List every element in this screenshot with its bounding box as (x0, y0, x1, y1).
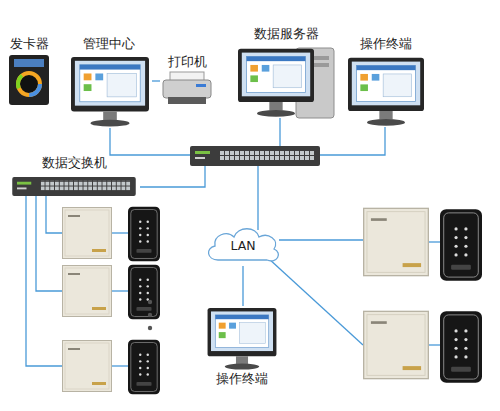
monitor (208, 308, 277, 370)
controller (63, 208, 112, 259)
node-label: 数据交换机 (42, 155, 107, 170)
card-reader (440, 209, 482, 281)
node-label: 打印机 (168, 54, 207, 69)
wire (140, 165, 205, 187)
wire (36, 196, 62, 291)
node-label: 数据服务器 (254, 26, 319, 41)
wire (429, 344, 440, 345)
device-node: 打印机 (160, 54, 214, 108)
card-reader (440, 311, 482, 383)
dot (148, 313, 152, 317)
issuer-display (14, 59, 44, 67)
device-node: 操作终端 (196, 306, 288, 386)
wire (110, 128, 192, 155)
wire (112, 365, 128, 366)
monitor (238, 49, 314, 117)
card-issuer (9, 55, 49, 105)
wire (112, 290, 128, 291)
network-switch (12, 177, 136, 196)
node-label: 发卡器 (10, 36, 49, 51)
ellipsis-dots (148, 300, 152, 330)
core-switch (190, 146, 320, 166)
dot (148, 300, 152, 304)
controller (63, 266, 112, 317)
device-node: 管理中心 (66, 36, 152, 130)
cloud-shape (209, 229, 279, 261)
issuer-ring (18, 73, 40, 95)
printer-body (163, 80, 211, 98)
issuer-body (9, 55, 49, 105)
wire (279, 239, 363, 240)
printer (163, 72, 211, 104)
wire (46, 196, 62, 233)
printer-panel (196, 84, 206, 87)
wire (320, 127, 385, 155)
controller (364, 208, 429, 275)
device-node: 发卡器 (4, 36, 54, 106)
wire (257, 165, 258, 230)
network-link (242, 266, 243, 306)
printer-tray (168, 97, 206, 104)
device-node: 数据服务器 (233, 26, 339, 120)
wire (429, 241, 440, 242)
card-reader (128, 207, 160, 262)
controller (364, 311, 429, 378)
dot (148, 326, 152, 330)
node-label: LAN (230, 238, 255, 253)
wire (26, 196, 62, 366)
node-label: 操作终端 (360, 36, 412, 51)
wire (279, 118, 280, 147)
controller (63, 341, 112, 392)
device-node: 操作终端 (344, 36, 428, 130)
issuer-ring (18, 73, 40, 95)
network-cloud: LAN (203, 224, 283, 266)
wire (268, 258, 363, 345)
node-label: 管理中心 (83, 36, 135, 51)
network-link (152, 80, 160, 81)
data-server (238, 48, 334, 118)
monitor (348, 58, 424, 126)
device-node: 数据交换机 (4, 155, 144, 198)
wire (112, 232, 128, 233)
issuer-ring (18, 73, 40, 95)
monitor (71, 57, 149, 127)
card-reader (128, 340, 160, 395)
card-reader (128, 265, 160, 320)
node-label: 操作终端 (216, 371, 268, 386)
